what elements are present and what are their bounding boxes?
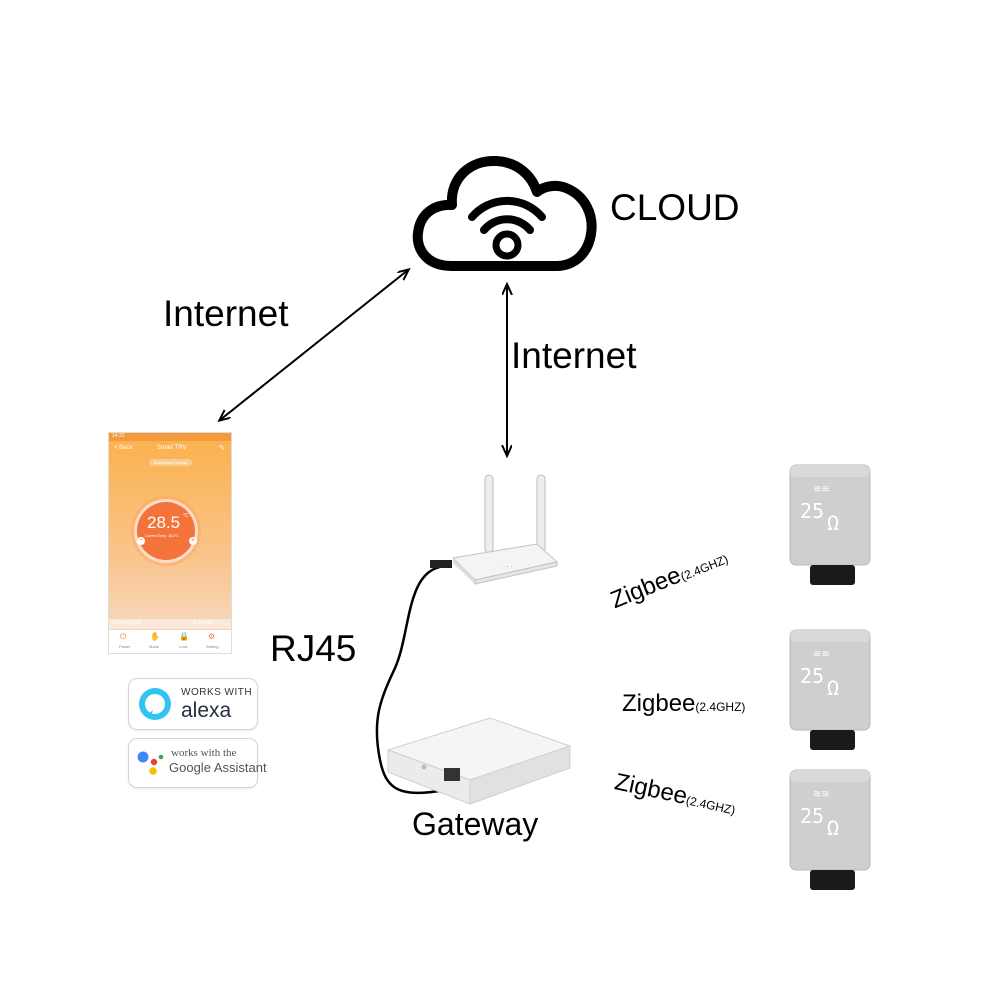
google-assistant-badge: works with the Google Assistant	[128, 738, 267, 788]
internet-arrow-left	[220, 270, 408, 420]
alexa-brand: alexa	[181, 699, 232, 722]
back-button[interactable]: < Back	[114, 445, 133, 451]
mode-value: Automatic >	[193, 620, 220, 626]
temperature-value: 28.5	[147, 513, 181, 532]
cloud-label: CLOUD	[610, 187, 740, 228]
nav-setting-label: Setting	[206, 644, 219, 649]
svg-text:Ω: Ω	[827, 511, 839, 535]
svg-text:25: 25	[800, 499, 824, 523]
nav-power-icon[interactable]: ⏻	[120, 632, 127, 641]
gateway-label: Gateway	[412, 806, 539, 842]
alexa-badge: WORKS WITH alexa	[128, 678, 258, 730]
google-works-with: works with the	[171, 747, 237, 759]
internet-label-left: Internet	[163, 293, 289, 334]
router-image: · · ·	[451, 474, 559, 585]
nav-mode-icon[interactable]: ✋	[150, 632, 160, 641]
internet-label-center: Internet	[511, 335, 637, 376]
svg-text:≋≋: ≋≋	[813, 649, 830, 660]
current-temp: Current Temp: 18.0°C	[145, 534, 179, 538]
bottom-nav	[109, 630, 231, 653]
svg-text:Ω: Ω	[827, 816, 839, 840]
google-assistant-icon	[137, 751, 164, 775]
status-bar	[109, 433, 231, 441]
cloud-icon	[412, 156, 597, 271]
nav-lock-icon[interactable]: 🔒	[179, 632, 189, 641]
nav-lock-label: Lock	[179, 644, 188, 649]
nav-power-label: Power	[119, 644, 131, 649]
alexa-logo-icon	[139, 688, 171, 720]
equipment-pill: Equipment Normal	[149, 459, 193, 466]
status-time: 14:31	[112, 433, 125, 439]
nav-setting-icon[interactable]: ⚙	[208, 632, 216, 641]
edit-icon[interactable]: ✎	[219, 445, 225, 452]
temperature-unit: °C	[183, 513, 189, 519]
plus-button[interactable]: +	[189, 537, 197, 545]
zigbee-label-2: Zigbee(2.4GHZ)	[622, 690, 745, 718]
zigbee-band-2: (2.4GHZ)	[695, 700, 746, 714]
trv-device-2: ≋≋ 25 Ω	[789, 629, 871, 750]
wifi-icon	[468, 196, 546, 234]
svg-text:Ω: Ω	[827, 676, 839, 700]
temperature-dial[interactable]	[134, 499, 198, 563]
phone-app-screenshot: 14:31 < Back Smart TRV ✎ Equipment Norma…	[108, 432, 232, 654]
svg-text:25: 25	[800, 804, 824, 828]
heating-gear-label: Heating gear	[113, 620, 142, 626]
rj45-cable	[375, 564, 453, 795]
minus-button[interactable]: −	[137, 537, 145, 545]
svg-text:≋≋: ≋≋	[813, 484, 830, 495]
zigbee-name-2: Zigbee	[622, 690, 696, 717]
svg-text:≋≋: ≋≋	[813, 789, 830, 800]
app-title: Smart TRV	[157, 445, 187, 451]
mode-bar[interactable]	[109, 619, 231, 629]
gateway-device-image	[386, 717, 572, 805]
trv-device-3: ≋≋ 25 Ω	[789, 769, 871, 890]
rj45-label: RJ45	[270, 628, 357, 669]
alexa-works-with: WORKS WITH	[181, 687, 253, 698]
svg-text:· · ·: · · ·	[503, 564, 512, 570]
nav-mode-label: Mode	[149, 644, 160, 649]
google-brand: Google Assistant	[169, 760, 267, 775]
trv-device-1: ≋≋ 25 Ω	[789, 464, 871, 585]
svg-text:25: 25	[800, 664, 824, 688]
